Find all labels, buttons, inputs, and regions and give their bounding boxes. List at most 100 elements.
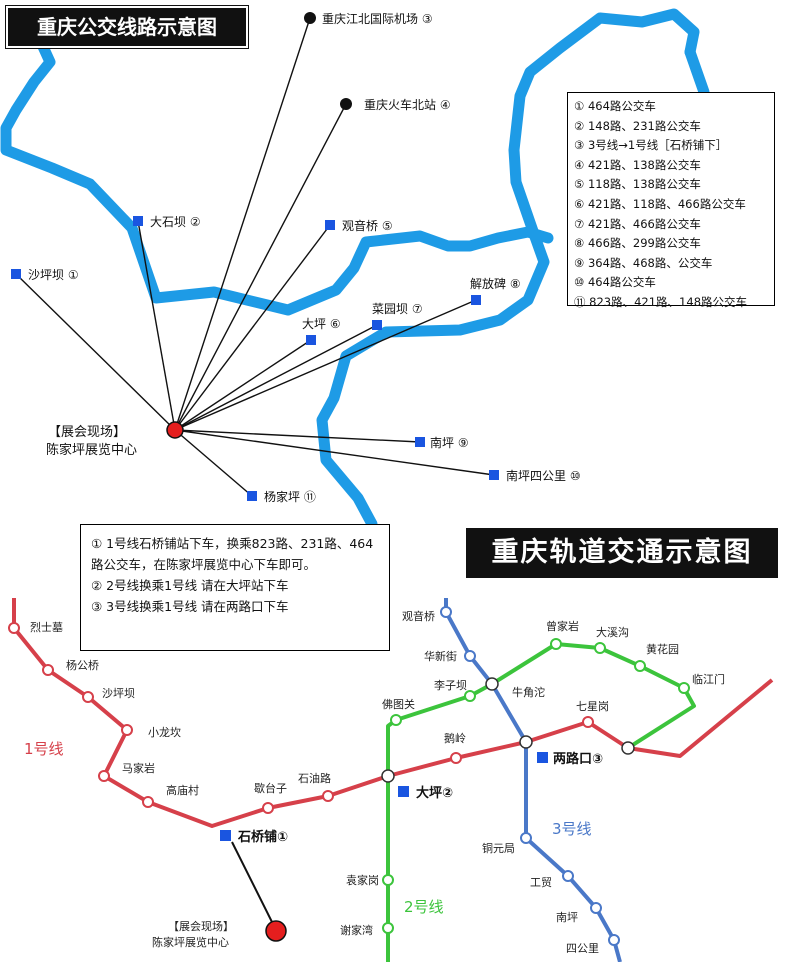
- interchange-icon: [519, 735, 533, 749]
- bus-venue-label-2: 陈家坪展览中心: [46, 442, 137, 458]
- destination-dot: [340, 98, 352, 110]
- rail-station-label: 四公里: [566, 942, 599, 955]
- destination-label: 大石坝 ②: [150, 215, 201, 229]
- rail-station-label: 华新街: [424, 649, 457, 663]
- rail-station-marker: [450, 752, 462, 764]
- bus-route-spoke: [174, 429, 253, 497]
- legend-item: ② 148路、231路公交车: [574, 118, 701, 133]
- rail-station-label: 工贸: [530, 876, 552, 889]
- destination-marker: [489, 470, 499, 480]
- rail-stations: 烈士墓杨公桥沙坪坝小龙坎马家岩高庙村歇台子石油路鹅岭七星岗临江门黄花园大溪沟曾家…: [8, 606, 725, 955]
- rail-station-marker: [8, 622, 20, 634]
- rail-station-label: 临江门: [692, 672, 725, 686]
- rail-venue-marker: [265, 920, 287, 942]
- note-item: ② 2号线换乘1号线 请在大坪站下车: [91, 578, 289, 593]
- rail-station-label: 石油路: [298, 771, 331, 785]
- legend-item: ④ 421路、138路公交车: [574, 157, 701, 172]
- rail-station-marker: [322, 790, 334, 802]
- bus-legend: ① 464路公交车 ② 148路、231路公交车 ③ 3号线→1号线［石桥铺下］…: [567, 92, 775, 309]
- destination-marker: [306, 335, 316, 345]
- rail-station-label: 谢家湾: [340, 923, 373, 937]
- rail-station-label: 马家岩: [122, 761, 155, 775]
- rail-station-marker: [42, 664, 54, 676]
- river-jialing: [0, 34, 554, 316]
- legend-item: ① 464路公交车: [574, 99, 656, 113]
- rail-station-marker: [142, 796, 154, 808]
- bus-route-spoke: [137, 220, 176, 431]
- rail-station-marker: [121, 724, 133, 736]
- destination-marker: [325, 220, 335, 230]
- interchange-icon: [381, 769, 395, 783]
- rail-station-marker: [382, 922, 394, 934]
- transfer-daping: 大坪②: [398, 785, 453, 801]
- bus-route-spoke: [174, 299, 477, 431]
- rail-station-label: 沙坪坝: [102, 686, 135, 700]
- destination-label: 重庆火车北站 ④: [364, 97, 451, 112]
- bus-route-spoke: [174, 339, 312, 431]
- rail-line-3-path: [444, 598, 622, 962]
- bus-route-spoke: [174, 429, 421, 443]
- legend-item: ⑤ 118路、138路公交车: [574, 177, 701, 192]
- destination-label: 沙坪坝 ①: [28, 268, 79, 282]
- destination-label: 南坪四公里 ⑩: [506, 468, 581, 483]
- bus-route-spoke: [174, 17, 311, 431]
- bus-route-spoke: [174, 103, 347, 431]
- bus-route-spoke: [174, 224, 331, 431]
- rail-station-marker: [382, 874, 394, 886]
- destination-label: 菜园坝 ⑦: [372, 302, 423, 316]
- destination-label: 观音桥 ⑤: [342, 218, 393, 233]
- legend-item: ⑦ 421路、466路公交车: [574, 216, 701, 231]
- legend-item: ⑥ 421路、118路、466路公交车: [574, 196, 746, 211]
- interchange-icons: [381, 677, 635, 783]
- rail-station-marker: [582, 716, 594, 728]
- rail-station-marker: [550, 638, 562, 650]
- rail-station-marker: [678, 682, 690, 694]
- legend-item: ⑧ 466路、299路公交车: [574, 236, 701, 251]
- bus-venue-label-1: 【展会现场】: [48, 425, 126, 440]
- bus-route-spoke: [174, 429, 495, 476]
- line2-name: 2号线: [404, 898, 444, 916]
- rail-station-label: 鹅岭: [444, 731, 466, 745]
- destination-marker: [247, 491, 257, 501]
- rail-station-label: 观音桥: [402, 609, 435, 623]
- legend-item: ⑩ 464路公交车: [574, 275, 656, 290]
- rail-station-marker: [82, 691, 94, 703]
- rail-station-label: 曾家岩: [546, 619, 579, 633]
- rail-station-label: 袁家岗: [346, 873, 379, 887]
- rail-station-label: 黄花园: [646, 642, 679, 656]
- rail-station-label: 烈士墓: [30, 620, 63, 634]
- destination-label: 解放碑 ⑧: [470, 276, 521, 291]
- transfer-label-lianglukou: 两路口③: [553, 751, 603, 767]
- rail-station-marker: [464, 690, 476, 702]
- rail-station-label: 南坪: [556, 911, 578, 924]
- rail-station-marker: [98, 770, 110, 782]
- transfer-notes: ① 1号线石桥铺站下车，换乘823路、231路、464路公交车，在陈家坪展览中心…: [80, 524, 390, 651]
- rail-station-marker: [634, 660, 646, 672]
- note-item: ① 1号线石桥铺站下车，换乘823路、231路、464路公交车，在陈家坪展览中心…: [91, 536, 374, 572]
- bus-route-spokes: [15, 17, 495, 497]
- rail-station-label: 佛图关: [382, 697, 415, 711]
- rail-station-label: 铜元局: [482, 841, 515, 855]
- bus-map-title: 重庆公交线路示意图: [5, 5, 249, 49]
- line3-name: 3号线: [552, 820, 592, 838]
- interchange-icon: [621, 741, 635, 755]
- rail-station-marker: [590, 902, 602, 914]
- rail-station-label: 高庙村: [166, 783, 199, 797]
- line1-name: 1号线: [24, 740, 64, 758]
- bus-venue-marker: [166, 421, 184, 439]
- destination-marker: [372, 320, 382, 330]
- destination-label: 重庆江北国际机场 ③: [322, 12, 433, 26]
- rail-station-label: 七星岗: [576, 700, 609, 713]
- rail-station-marker: [390, 714, 402, 726]
- destination-marker: [133, 216, 143, 226]
- transfer-label-shiqiaopu: 石桥铺①: [237, 829, 288, 845]
- rail-venue-label-2: 陈家坪展览中心: [152, 935, 229, 949]
- transfer-label-daping: 大坪②: [416, 785, 453, 801]
- destination-label: 南坪 ⑨: [430, 435, 469, 450]
- destination-marker: [415, 437, 425, 447]
- transfer-shiqiaopu: 石桥铺①: [220, 829, 288, 845]
- bus-route-spoke: [174, 324, 378, 431]
- destination-dot: [304, 12, 316, 24]
- rail-station-marker: [562, 870, 574, 882]
